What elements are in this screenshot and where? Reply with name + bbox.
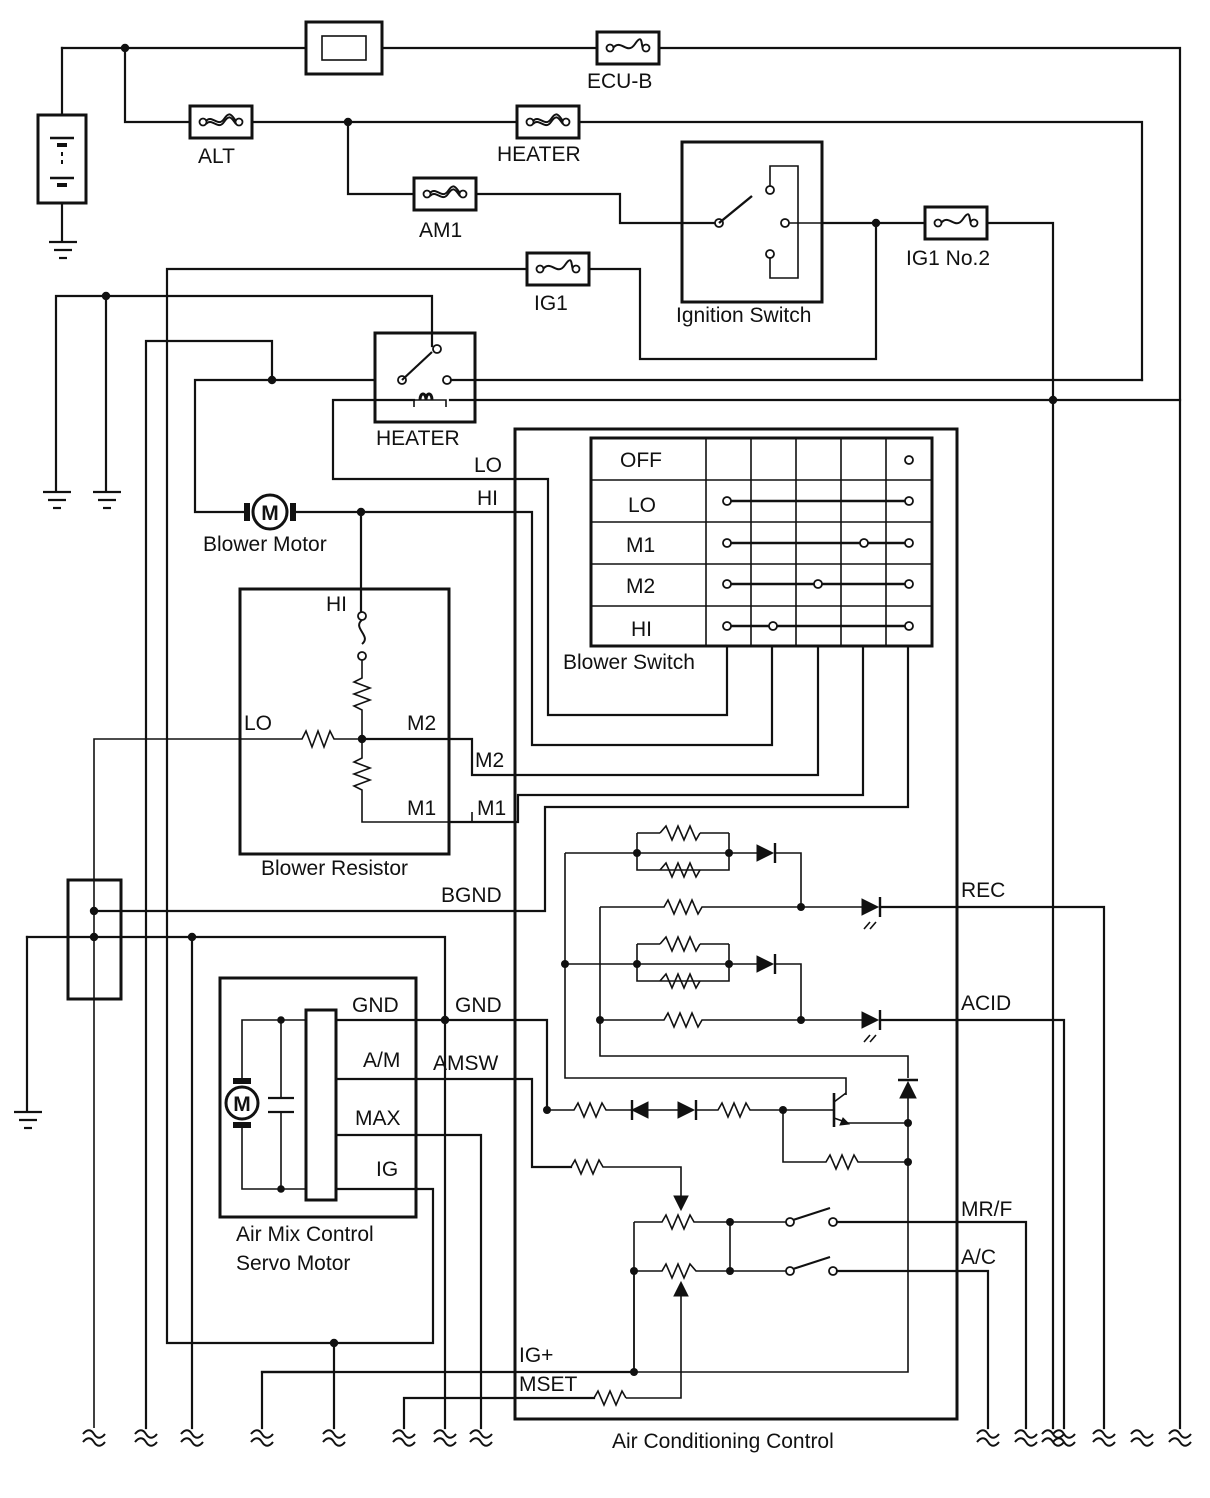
gnd-wire-label: GND (455, 994, 502, 1017)
servo-max-label: MAX (355, 1107, 401, 1130)
switch-pos-m2: M2 (626, 575, 655, 598)
hi-wire-label: HI (477, 487, 498, 510)
wire-m1-label: M1 (477, 797, 506, 820)
mrf-label: MR/F (961, 1198, 1012, 1221)
ac-control-label: Air Conditioning Control (612, 1430, 834, 1453)
blower-motor: M (244, 493, 296, 531)
ac-control-box (513, 427, 959, 1421)
mset-label: MSET (519, 1373, 578, 1396)
blower-switch-label: Blower Switch (563, 651, 695, 674)
ecu-b-label: ECU-B (587, 70, 652, 93)
blower-motor-m: M (261, 502, 279, 525)
heater-relay: HEATER (42, 291, 1182, 1430)
switch-pos-lo: LO (628, 494, 656, 517)
heater-fuse-label: HEATER (497, 143, 581, 166)
fusible-link (304, 20, 384, 76)
blower-motor-label: Blower Motor (203, 533, 327, 556)
ecu-b-fuse (595, 30, 661, 66)
acid-label: ACID (961, 992, 1011, 1015)
blower-resistor-label: Blower Resistor (261, 857, 408, 880)
resistor-hi-label: HI (326, 593, 347, 616)
ground-2 (92, 490, 122, 510)
power-section: ECU-B ALT HEATER AM1 Ignition Switch IG1… (36, 20, 1182, 1430)
switch-pos-m1: M1 (626, 534, 655, 557)
wire-m2-label: M2 (475, 749, 504, 772)
rec-label: REC (961, 879, 1005, 902)
resistor-lo-label: LO (244, 712, 272, 735)
servo-label-line2: Servo Motor (236, 1252, 350, 1275)
battery-ground (48, 240, 78, 260)
ig1-no2-label: IG1 No.2 (906, 247, 990, 270)
switch-pos-off: OFF (620, 449, 662, 472)
air-mix-servo-motor: M GND A/M MAX IG (218, 976, 418, 1219)
servo-am-label: A/M (363, 1049, 400, 1072)
ig-plus-label: IG+ (519, 1344, 553, 1367)
switch-pos-hi: HI (631, 618, 652, 641)
blower-switch[interactable]: OFF LO M1 M2 HI (589, 436, 934, 648)
am1-label: AM1 (419, 219, 462, 242)
heater-relay-label: HEATER (376, 427, 460, 450)
resistor-m2-label: M2 (407, 712, 436, 735)
bgnd-label: BGND (441, 884, 502, 907)
blower-resistor: HI LO M2 M1 (93, 510, 865, 1428)
servo-gnd-label: GND (352, 994, 399, 1017)
ig1-no2-fuse (923, 205, 989, 241)
ignition-switch-label: Ignition Switch (676, 304, 811, 327)
servo-ig-label: IG (376, 1158, 398, 1181)
battery (36, 113, 88, 205)
servo-motor-m: M (233, 1093, 251, 1116)
alt-label: ALT (198, 145, 235, 168)
ac-label: A/C (961, 1246, 996, 1269)
ground-1 (42, 490, 72, 510)
ac-control-internals: REC ACID (260, 823, 1106, 1430)
ig1-label: IG1 (534, 292, 568, 315)
am1-fuse (412, 176, 478, 212)
ground-3 (13, 1110, 43, 1130)
alt-fuse (188, 104, 254, 140)
servo-label-line1: Air Mix Control (236, 1223, 374, 1246)
ig1-fuse (525, 251, 591, 287)
lo-wire-label: LO (474, 454, 502, 477)
heater-fuse (515, 104, 581, 140)
amsw-label: AMSW (433, 1052, 499, 1075)
resistor-m1-label: M1 (407, 797, 436, 820)
